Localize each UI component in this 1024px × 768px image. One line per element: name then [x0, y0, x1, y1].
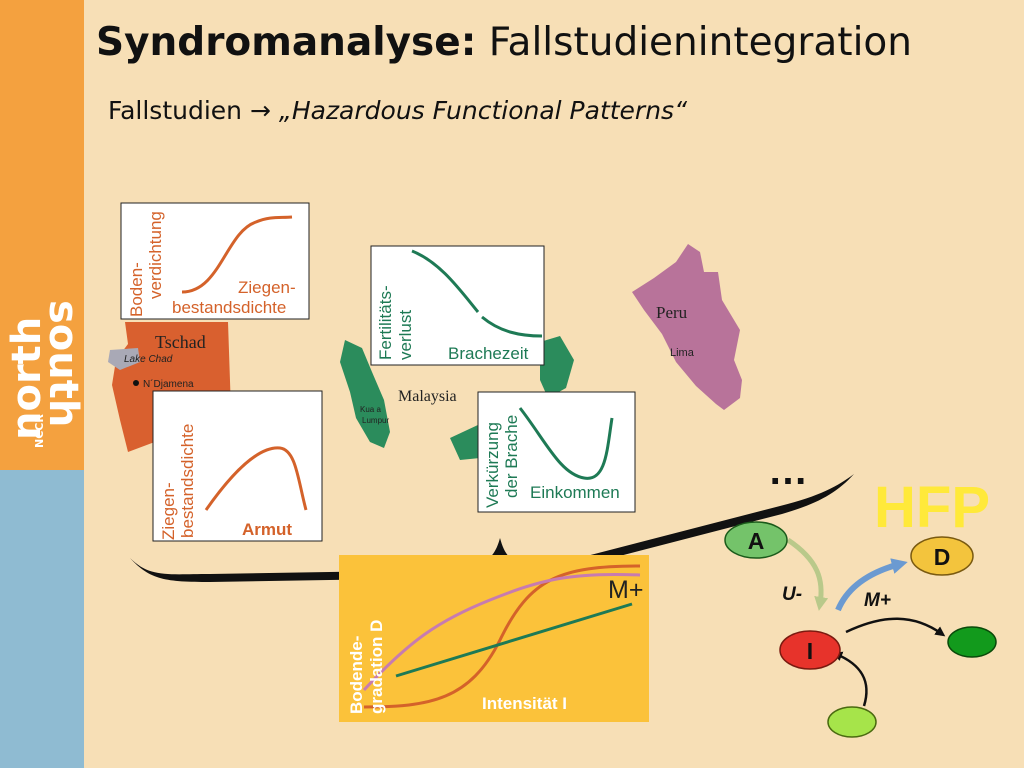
- node-i: [779, 630, 841, 670]
- box1-xlabel-1: Ziegen-: [238, 278, 296, 297]
- arrow-a-to-i: [786, 537, 829, 611]
- node-green: [947, 626, 997, 658]
- box3-ylabel-1: Fertilitäts-: [376, 285, 395, 360]
- slide-title: Syndromanalyse: Fallstudienintegration: [96, 20, 912, 65]
- node-a-label: A: [748, 528, 765, 554]
- ndjamena-dot: [133, 380, 139, 386]
- kuala-lumpur-label-1: Kua a: [360, 405, 381, 414]
- ellipsis: …: [768, 449, 808, 493]
- sidebar-orange-band: [0, 0, 84, 470]
- kuala-lumpur-label-2: Lumpur: [362, 416, 389, 425]
- box1-xlabel-2: bestandsdichte: [172, 298, 286, 317]
- lima-label: Lima: [670, 347, 695, 359]
- bottom-xlabel: Intensität I: [482, 694, 567, 713]
- arrow-i-to-green: [845, 617, 946, 637]
- malaysia-borneo: [540, 336, 574, 398]
- malaysia-borneo-south: [450, 424, 480, 460]
- box2-ylabel-1: Ziegen-: [159, 482, 178, 540]
- curve-ziegenbestandsdichte: [204, 446, 308, 511]
- edge-m-label: M+: [864, 590, 891, 611]
- malaysia-label: Malaysia: [398, 388, 457, 405]
- peru-map: [632, 244, 742, 410]
- title-rest: Fallstudienintegration: [476, 20, 912, 65]
- box3-ylabel-2: verlust: [396, 310, 415, 360]
- node-d-label: D: [934, 544, 951, 570]
- slide-subtitle: Fallstudien → „Hazardous Functional Patt…: [108, 96, 687, 125]
- box-verkuerzung-brache: [477, 391, 636, 513]
- node-lime: [827, 706, 877, 738]
- tschad-label: Tschad: [155, 332, 206, 352]
- malaysia-peninsula: [340, 340, 390, 448]
- arrow-lime-to-i: [832, 651, 868, 707]
- box2-ylabel-2: bestandsdichte: [178, 424, 197, 538]
- curve-bodenverdichtung: [181, 215, 293, 294]
- box4-ylabel-2: der Brache: [502, 415, 521, 498]
- title-bold: Syndromanalyse:: [96, 20, 477, 65]
- node-a: [724, 521, 788, 559]
- curve-pink-sigmoid: [362, 572, 641, 692]
- box-fertilitaetsverlust: [370, 245, 545, 366]
- node-i-label: I: [807, 638, 813, 664]
- bottom-curve-label: M+: [608, 576, 643, 604]
- sidebar-blue-band: [0, 470, 84, 768]
- edge-u-label: U-: [782, 584, 802, 605]
- box-bodenverdichtung: [120, 202, 310, 320]
- curve-orange-sigmoid: [363, 564, 641, 709]
- box2-xlabel: Armut: [242, 520, 292, 539]
- hfp-title: HFP: [874, 475, 990, 540]
- subtitle-prefix: Fallstudien: [108, 96, 250, 125]
- box4-xlabel: Einkommen: [530, 483, 620, 502]
- box3-xlabel: Brachezeit: [448, 344, 529, 363]
- arrow-icon: →: [249, 96, 271, 125]
- box-bodendegradation: [339, 555, 649, 722]
- node-d: [910, 536, 974, 576]
- subtitle-quote: „Hazardous Functional Patterns“: [270, 96, 688, 125]
- box1-ylabel-2: verdichtung: [146, 211, 165, 299]
- arrow-i-to-d: [835, 558, 908, 612]
- curve-verkuerzung-brache: [518, 407, 614, 480]
- box4-ylabel-1: Verkürzung: [483, 422, 502, 508]
- bottom-ylabel-2: gradation D: [367, 620, 386, 714]
- box1-ylabel-1: Boden-: [127, 262, 146, 317]
- curve-fertilitaetsverlust: [411, 249, 543, 338]
- lake-chad-shape: [108, 348, 140, 370]
- peru-label: Peru: [656, 303, 688, 322]
- lake-chad-label: Lake Chad: [124, 354, 173, 365]
- line-green-linear: [395, 602, 633, 678]
- bottom-ylabel-1: Bodende-: [347, 636, 366, 714]
- ndjamena-label: N´Djamena: [143, 378, 194, 390]
